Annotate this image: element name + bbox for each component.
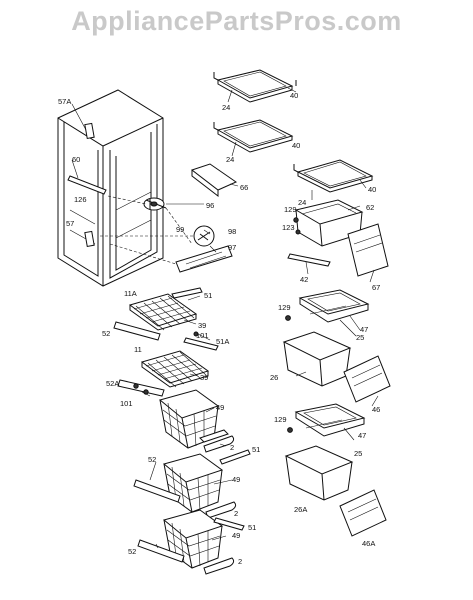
label-39-lower: 39 bbox=[200, 373, 208, 382]
label-24-mid: 24 bbox=[226, 155, 234, 164]
label-52-lower: 52 bbox=[128, 547, 136, 556]
lower-door-hinge bbox=[84, 230, 95, 247]
label-57: 57 bbox=[66, 219, 74, 228]
label-67: 67 bbox=[372, 283, 380, 292]
wire-basket-2 bbox=[162, 453, 224, 513]
control-module-98 bbox=[193, 225, 215, 247]
label-40-top: 40 bbox=[290, 91, 298, 100]
label-123: 123 bbox=[282, 223, 295, 232]
label-39-upper: 39 bbox=[198, 321, 206, 330]
pan-cover-assembly-upper bbox=[298, 289, 370, 323]
shelf-trim-51 bbox=[171, 287, 203, 299]
drawer-front-46a bbox=[339, 489, 387, 537]
label-2-lower: 2 bbox=[238, 557, 242, 566]
part-labels: 40 24 40 24 40 24 66 57A 60 126 96 57 99… bbox=[58, 91, 380, 566]
crisper-pan-26 bbox=[282, 331, 352, 387]
cabinet-rail bbox=[67, 175, 107, 195]
glass-shelf-middle bbox=[213, 119, 294, 153]
label-47-upper: 47 bbox=[360, 325, 368, 334]
control-housing-97 bbox=[175, 245, 233, 273]
label-51a: 51A bbox=[216, 337, 229, 346]
light-assembly-96 bbox=[143, 197, 167, 211]
label-11: 11 bbox=[134, 345, 142, 354]
label-52-upper: 52 bbox=[102, 329, 110, 338]
upper-door-hinge bbox=[84, 122, 95, 139]
label-98: 98 bbox=[228, 227, 236, 236]
label-24-top: 24 bbox=[222, 103, 230, 112]
label-25-lower: 25 bbox=[354, 449, 362, 458]
wire-shelf-11a bbox=[128, 293, 198, 331]
support-rail-52-basket-3 bbox=[137, 539, 185, 563]
glass-shelf-right bbox=[293, 159, 374, 193]
label-126: 126 bbox=[74, 195, 87, 204]
label-24-right: 24 bbox=[298, 198, 306, 207]
trim-51-basket-2 bbox=[219, 449, 251, 465]
label-52a: 52A bbox=[106, 379, 119, 388]
crisper-pan-62 bbox=[294, 199, 364, 247]
label-46: 46 bbox=[372, 405, 380, 414]
label-99: 99 bbox=[176, 225, 184, 234]
label-101-lower: 101 bbox=[120, 399, 133, 408]
label-49-lower: 49 bbox=[232, 531, 240, 540]
leader-lines bbox=[71, 87, 379, 549]
label-97: 97 bbox=[228, 243, 236, 252]
refrigerator-cabinet bbox=[57, 89, 164, 287]
wire-shelf-11 bbox=[140, 350, 210, 388]
glass-shelf-top bbox=[213, 69, 297, 103]
screw-123 bbox=[295, 229, 301, 235]
trim-51-basket-3 bbox=[213, 517, 245, 531]
label-51-lower: 51 bbox=[248, 523, 256, 532]
label-2-middle: 2 bbox=[234, 509, 238, 518]
label-129-upper: 129 bbox=[284, 205, 297, 214]
shelf-trim-51a bbox=[183, 337, 219, 351]
shelf-bracket-66 bbox=[190, 163, 238, 198]
label-26: 26 bbox=[270, 373, 278, 382]
pan-cover-assembly-lower bbox=[294, 403, 366, 437]
label-129-lower: 129 bbox=[274, 415, 287, 424]
slide-2-middle bbox=[205, 501, 237, 519]
label-11a: 11A bbox=[124, 289, 137, 298]
label-49-upper: 49 bbox=[216, 403, 224, 412]
drawer-front-46 bbox=[343, 355, 391, 403]
crisper-cover-67 bbox=[347, 223, 389, 277]
label-46a: 46A bbox=[362, 539, 375, 548]
label-129-middle: 129 bbox=[278, 303, 291, 312]
label-2-upper: 2 bbox=[230, 443, 234, 452]
label-49-middle: 49 bbox=[232, 475, 240, 484]
label-26a: 26A bbox=[294, 505, 307, 514]
label-40-right: 40 bbox=[368, 185, 376, 194]
watermark-text: AppliancePartsPros.com bbox=[71, 6, 402, 36]
wire-basket-1 bbox=[158, 389, 220, 449]
support-rail-52-basket-2 bbox=[133, 479, 181, 503]
label-60: 60 bbox=[72, 155, 80, 164]
label-96: 96 bbox=[206, 201, 214, 210]
label-47-lower: 47 bbox=[358, 431, 366, 440]
rail-42 bbox=[287, 253, 331, 267]
slide-2-lower bbox=[203, 557, 235, 575]
label-66: 66 bbox=[240, 183, 248, 192]
support-rail-52 bbox=[113, 321, 161, 341]
wire-basket-3 bbox=[162, 509, 224, 569]
label-40-mid: 40 bbox=[292, 141, 300, 150]
label-101-upper: 101 bbox=[196, 331, 209, 340]
label-57a: 57A bbox=[58, 97, 71, 106]
label-51-upper: 51 bbox=[204, 291, 212, 300]
crisper-pan-26a bbox=[284, 445, 354, 501]
label-51-middle: 51 bbox=[252, 445, 260, 454]
label-62: 62 bbox=[366, 203, 374, 212]
screw-129 bbox=[293, 217, 299, 223]
label-52-middle: 52 bbox=[148, 455, 156, 464]
label-25-upper: 25 bbox=[356, 333, 364, 342]
label-42: 42 bbox=[300, 275, 308, 284]
support-rail-52a bbox=[117, 379, 165, 397]
slide-2-upper bbox=[203, 435, 235, 453]
